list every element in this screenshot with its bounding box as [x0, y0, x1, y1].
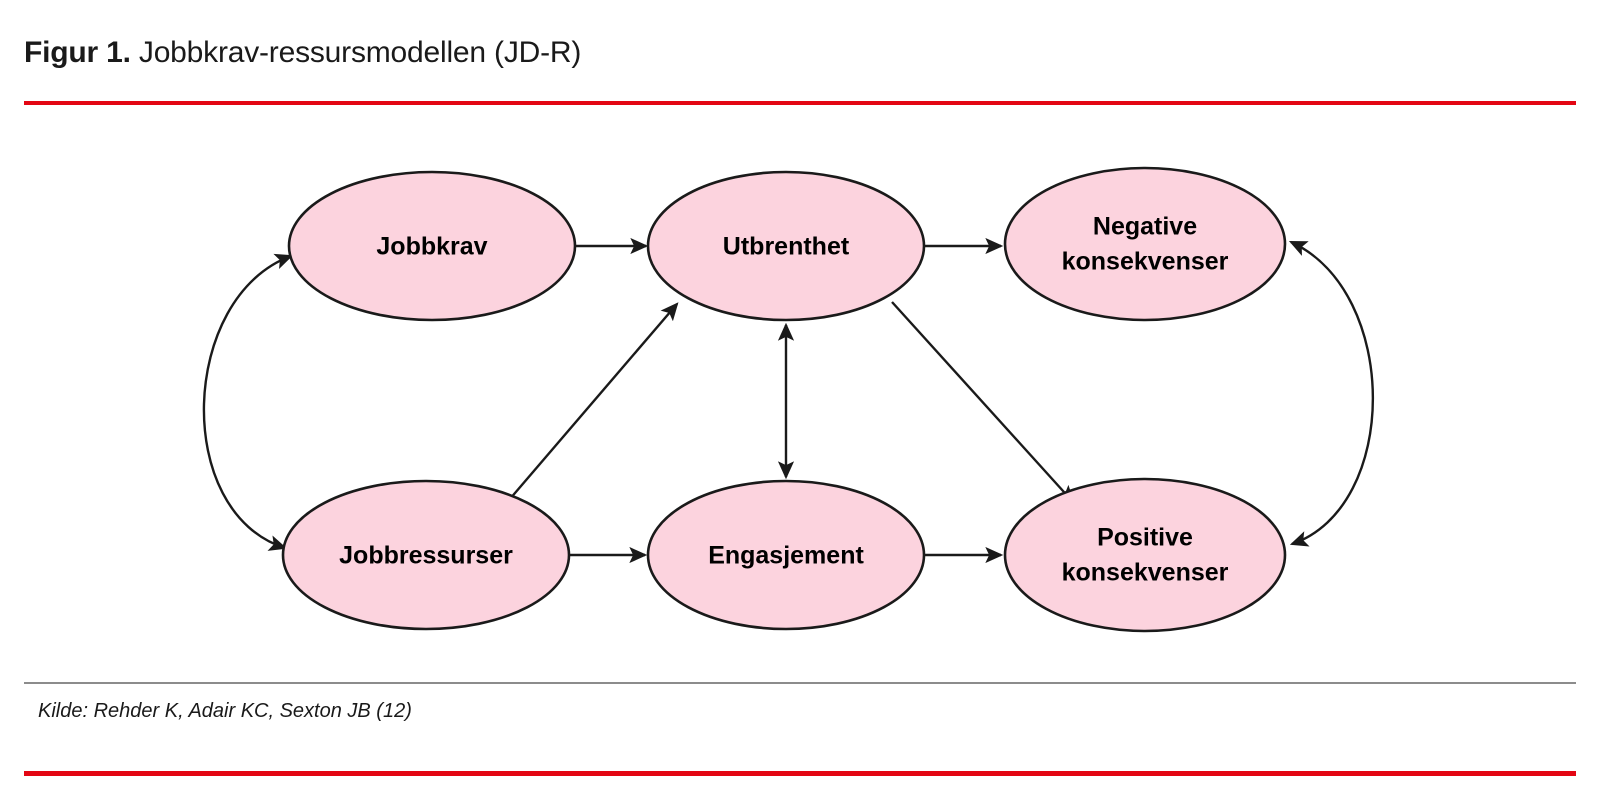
- bottom-gray-divider: [24, 682, 1576, 684]
- edge-jobbkrav-jobbressurser: [202, 253, 294, 551]
- edge-negative-positive: [1288, 240, 1375, 547]
- edge-utbrenthet-positive: [891, 301, 1075, 504]
- node-positive-konsekvenser-label-line2: konsekvenser: [1062, 559, 1229, 587]
- node-utbrenthet-label: Utbrenthet: [723, 233, 850, 261]
- node-engasjement[interactable]: Engasjement: [646, 479, 926, 631]
- node-jobbkrav[interactable]: Jobbkrav: [287, 170, 577, 322]
- edge-jobbressurser-utbrenthet: [502, 302, 679, 508]
- node-negative-konsekvenser-shape: [1003, 166, 1287, 322]
- top-red-rule: [24, 101, 1576, 105]
- node-negative-konsekvenser[interactable]: Negative konsekvenser: [1003, 166, 1287, 322]
- figure-caption: Jobbkrav-ressursmodellen (JD-R): [138, 36, 582, 69]
- node-utbrenthet[interactable]: Utbrenthet: [646, 170, 926, 322]
- jdr-diagram: Jobbkrav Utbrenthet Negative konsekvense…: [0, 112, 1600, 672]
- node-utbrenthet-shape: [646, 170, 926, 322]
- node-engasjement-label: Engasjement: [708, 542, 864, 570]
- node-jobbkrav-label: Jobbkrav: [376, 233, 487, 261]
- node-negative-konsekvenser-label-line1: Negative: [1093, 213, 1197, 241]
- node-negative-konsekvenser-label-line2: konsekvenser: [1062, 248, 1229, 276]
- page-title: Figur 1. Jobbkrav-ressursmodellen (JD-R): [24, 36, 581, 70]
- figure-number: Figur 1.: [24, 36, 131, 69]
- node-positive-konsekvenser-label-line1: Positive: [1097, 524, 1193, 552]
- bottom-red-rule: [24, 771, 1576, 776]
- node-jobbressurser-shape: [281, 479, 571, 631]
- node-jobbressurser[interactable]: Jobbressurser: [281, 479, 571, 631]
- node-engasjement-shape: [646, 479, 926, 631]
- node-jobbressurser-label: Jobbressurser: [339, 542, 513, 570]
- node-positive-konsekvenser[interactable]: Positive konsekvenser: [1003, 477, 1287, 633]
- source-caption: Kilde: Rehder K, Adair KC, Sexton JB (12…: [38, 700, 412, 722]
- node-jobbkrav-shape: [287, 170, 577, 322]
- node-positive-konsekvenser-shape: [1003, 477, 1287, 633]
